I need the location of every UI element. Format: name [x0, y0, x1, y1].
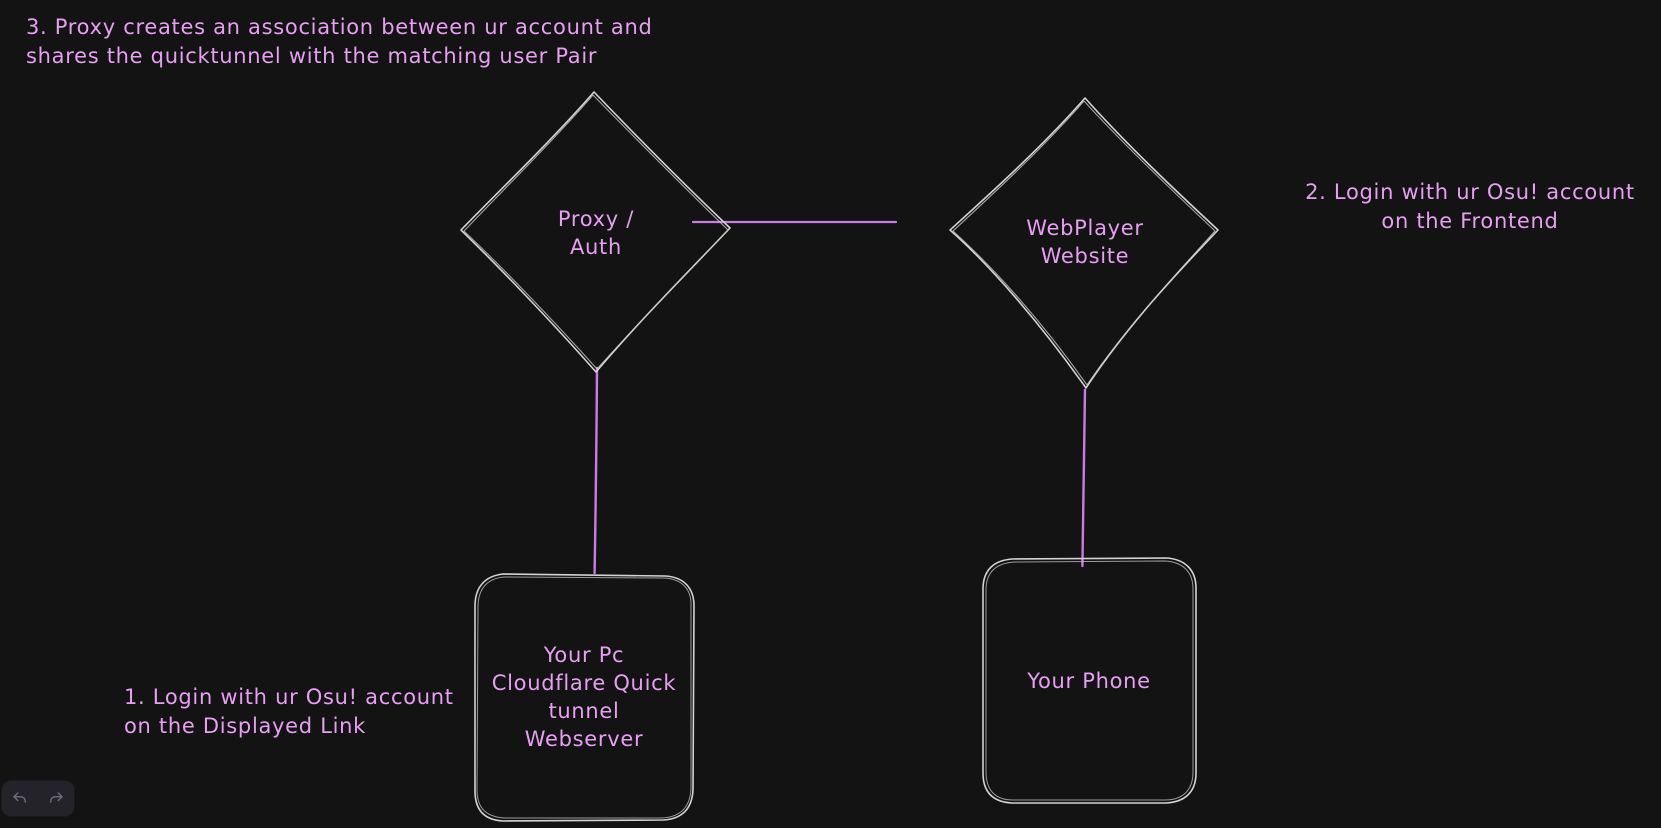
undo-icon	[11, 790, 29, 808]
redo-button[interactable]	[42, 785, 70, 813]
note-step-1: 1. Login with ur Osu! account on the Dis…	[124, 685, 454, 738]
undo-button[interactable]	[6, 785, 34, 813]
shape-your-phone[interactable]	[982, 557, 1197, 804]
shape-webplayer-website[interactable]	[949, 97, 1219, 389]
node-label-proxy-auth: Proxy / Auth	[557, 207, 635, 259]
shape-proxy-auth[interactable]	[460, 91, 731, 373]
note-step-3: 3. Proxy creates an association between …	[26, 15, 653, 68]
node-label-your-phone: Your Phone	[1027, 669, 1151, 693]
redo-icon	[47, 790, 65, 808]
connector-webplayer-to-yourphone	[1081, 388, 1087, 568]
history-toolbar[interactable]	[2, 781, 74, 816]
connector-proxy-to-yourpc	[593, 366, 599, 575]
node-label-your-pc: Your Pc Cloudflare Quick tunnel Webserve…	[491, 643, 677, 751]
node-label-webplayer-website: WebPlayer Website	[1026, 216, 1144, 268]
note-step-2: 2. Login with ur Osu! account on the Fro…	[1305, 180, 1635, 233]
shape-your-pc[interactable]	[474, 573, 695, 822]
